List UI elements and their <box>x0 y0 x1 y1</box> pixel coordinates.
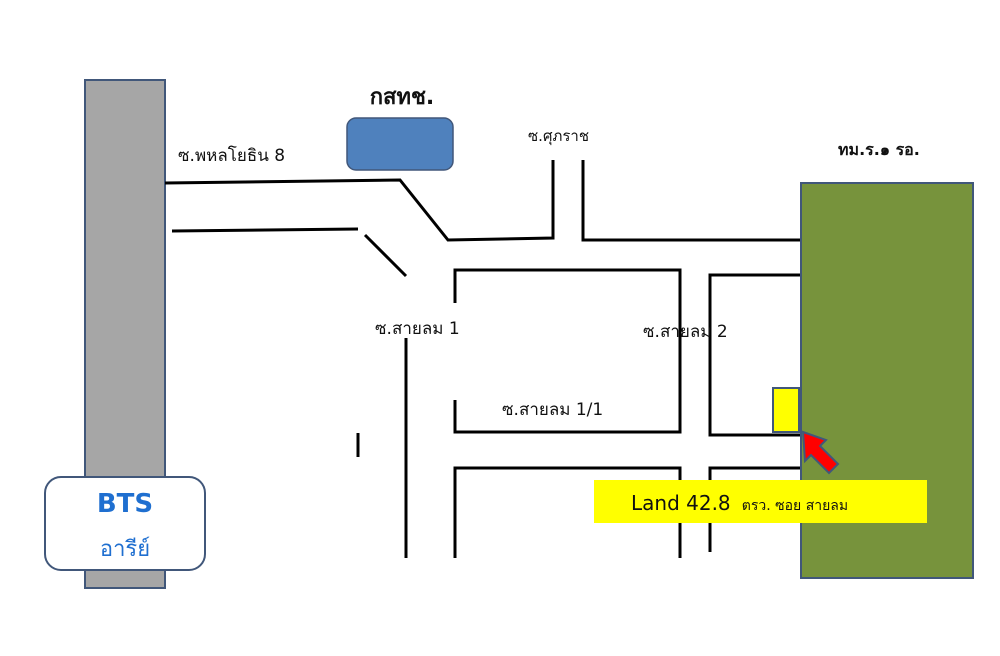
soi-phahon8-label: ซ.พหลโยธิน 8 <box>178 145 285 166</box>
land-detail: ตรว. ซอย สายลม <box>742 498 848 514</box>
land-label-box <box>594 480 927 523</box>
bts-box <box>44 476 206 571</box>
bts-station: อารีย์ <box>100 537 150 562</box>
org-label: กสทช. <box>370 85 435 110</box>
sailom1-1-label: ซ.สายลม 1/1 <box>502 400 603 420</box>
land-plot-marker <box>772 387 800 433</box>
land-size: Land 42.8 <box>631 491 731 515</box>
land-label: Land 42.8 ตรว. ซอย สายลม <box>631 491 848 515</box>
bts-title: BTS <box>97 489 153 519</box>
military-label: ทม.ร.๑ รอ. <box>838 140 920 159</box>
sailom1-label: ซ.สายลม 1 <box>375 319 460 339</box>
sailom2-label: ซ.สายลม 2 <box>643 322 728 342</box>
red-arrow-icon <box>801 430 840 475</box>
org-building <box>346 117 454 171</box>
soi-supharat-label: ซ.ศุภราช <box>528 127 589 146</box>
